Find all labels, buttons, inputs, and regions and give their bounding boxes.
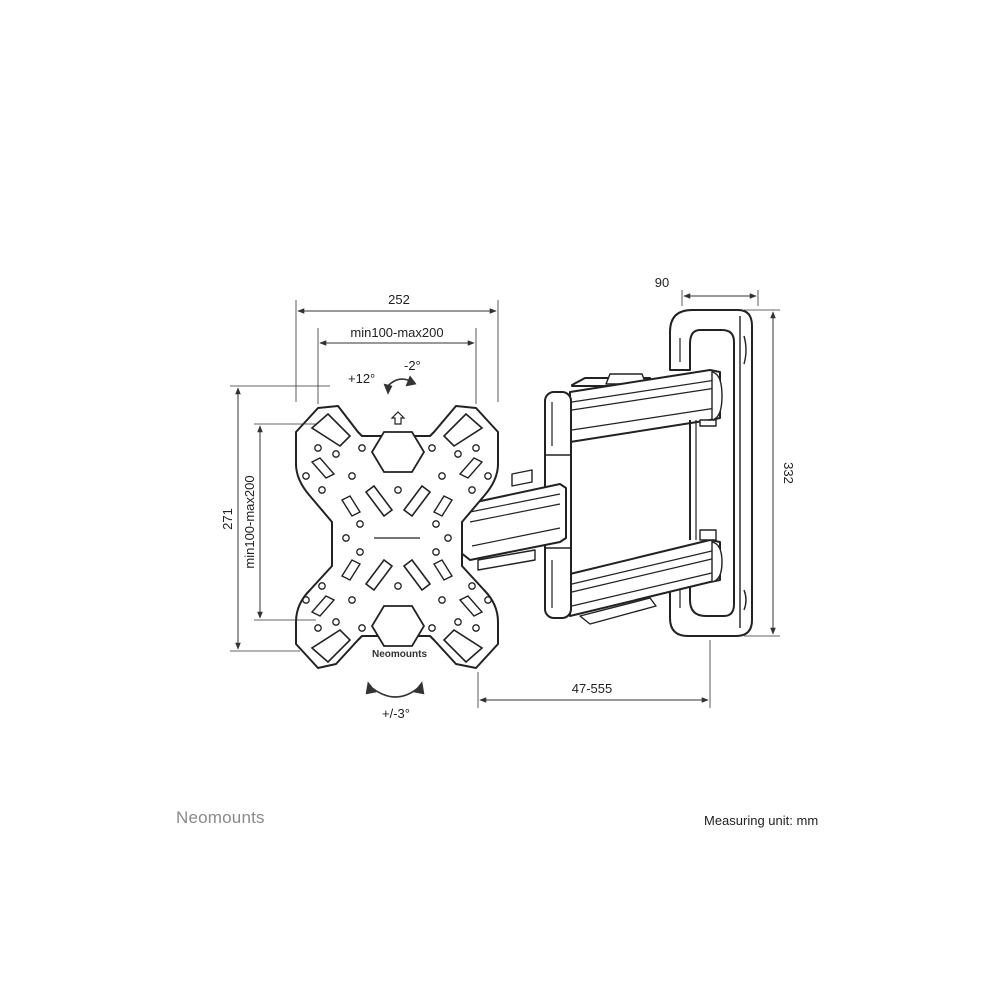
- wall-plate: [669, 309, 753, 637]
- footer-brand: Neomounts: [176, 808, 265, 827]
- label-rotation: +/-3°: [382, 706, 410, 721]
- arm-link: [689, 420, 697, 540]
- label-plate-width: 252: [388, 292, 410, 307]
- upper-arm: [569, 369, 723, 443]
- label-plate-height: 271: [220, 508, 235, 530]
- label-tilt-up: +12°: [348, 371, 375, 386]
- measuring-unit-note: Measuring unit: mm: [704, 813, 819, 828]
- label-wall-depth: 90: [655, 275, 669, 290]
- label-vesa-vertical: min100-max200: [242, 475, 257, 568]
- label-arm-extension: 47-555: [572, 681, 612, 696]
- label-vesa-horizontal: min100-max200: [350, 325, 443, 340]
- rotation-arc-icon: [371, 687, 419, 698]
- lower-arm: [569, 529, 723, 625]
- vesa-plate: [295, 405, 499, 669]
- label-wall-height: 332: [781, 462, 796, 484]
- label-tilt-down: -2°: [404, 358, 421, 373]
- plate-logo: Neomounts: [372, 649, 427, 660]
- up-arrow-icon: [390, 411, 406, 425]
- forearm: [459, 469, 567, 571]
